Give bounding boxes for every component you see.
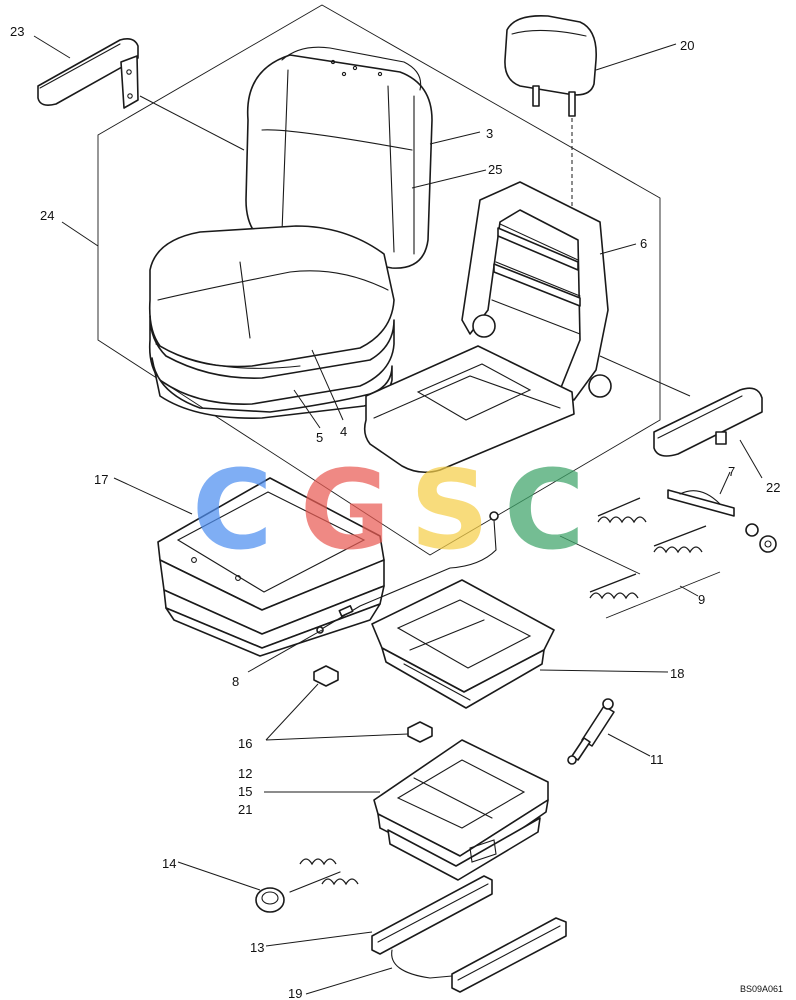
callout-6: 6 bbox=[640, 236, 647, 251]
watermark-letter-s: S bbox=[410, 446, 489, 574]
suspension-mechanism bbox=[373, 739, 549, 881]
adjust-knob bbox=[255, 858, 359, 913]
callout-15: 15 bbox=[238, 784, 252, 799]
slide-rails bbox=[371, 875, 567, 993]
callout-5: 5 bbox=[316, 430, 323, 445]
callout-16: 16 bbox=[238, 736, 252, 751]
callout-21: 21 bbox=[238, 802, 252, 817]
seat-frame bbox=[363, 181, 612, 474]
kit-outline bbox=[97, 4, 661, 556]
watermark-letter-c2: C bbox=[504, 446, 585, 574]
watermark: C G S C bbox=[192, 446, 585, 574]
adjuster-assembly bbox=[667, 489, 777, 553]
seat-pan bbox=[157, 477, 385, 657]
watermark-letter-g: G bbox=[300, 446, 390, 574]
drawing-code: BS09A061 bbox=[740, 984, 783, 994]
suspension-upper bbox=[371, 579, 555, 709]
callout-13: 13 bbox=[250, 940, 264, 955]
callout-8: 8 bbox=[232, 674, 239, 689]
bumpers bbox=[313, 665, 433, 743]
callout-4: 4 bbox=[340, 424, 347, 439]
callout-labels: 23 20 3 25 24 6 4 5 22 17 7 9 8 18 16 11… bbox=[10, 24, 783, 1000]
callout-25: 25 bbox=[488, 162, 502, 177]
seat-cushion bbox=[148, 225, 395, 419]
callout-23: 23 bbox=[10, 24, 24, 39]
callout-24: 24 bbox=[40, 208, 54, 223]
armrest-right bbox=[599, 355, 763, 457]
callout-19: 19 bbox=[288, 986, 302, 1000]
callout-17: 17 bbox=[94, 472, 108, 487]
armrest-left bbox=[37, 38, 139, 109]
watermark-letter-c1: C bbox=[192, 446, 273, 574]
callout-18: 18 bbox=[670, 666, 684, 681]
callout-7: 7 bbox=[728, 464, 735, 479]
callout-3: 3 bbox=[486, 126, 493, 141]
shock-absorber bbox=[567, 698, 615, 765]
callout-11: 11 bbox=[650, 752, 664, 767]
leader-lines bbox=[33, 35, 763, 995]
cable-assembly bbox=[316, 511, 499, 634]
callout-20: 20 bbox=[680, 38, 694, 53]
callout-14: 14 bbox=[162, 856, 176, 871]
callout-22: 22 bbox=[766, 480, 780, 495]
callout-12: 12 bbox=[238, 766, 252, 781]
spring-kit bbox=[559, 497, 721, 619]
callout-9: 9 bbox=[698, 592, 705, 607]
headrest bbox=[504, 14, 597, 210]
